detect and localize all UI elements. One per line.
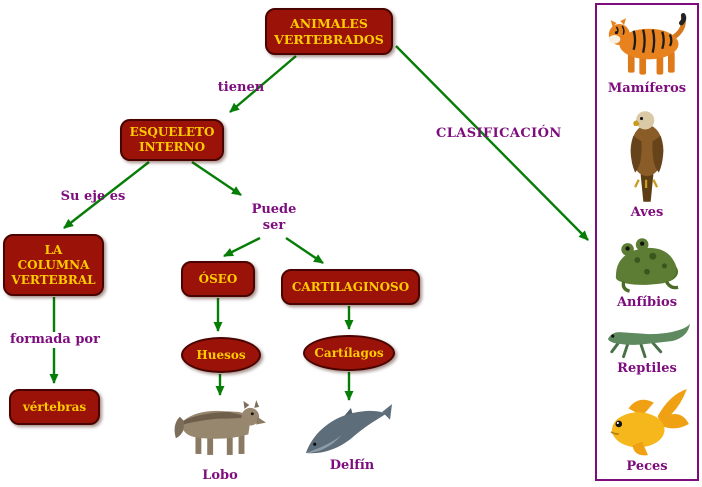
example-label-lobo: Lobo (202, 468, 238, 483)
tiger-icon (608, 13, 687, 75)
edge-label-clasificacion: CLASIFICACIÓN (436, 126, 562, 141)
classification-item-aves: Aves (615, 107, 679, 221)
node-columna-vertebral: LA COLUMNA VERTEBRAL (3, 234, 104, 296)
classification-item-anfibios: Anfíbios (608, 231, 686, 311)
edge-label-formada-por: formada por (10, 332, 100, 348)
wolf-image (174, 400, 266, 455)
node-huesos: Huesos (181, 337, 261, 373)
classification-panel: Mamíferos Aves (595, 3, 699, 481)
node-oseo: ÓSEO (181, 261, 255, 297)
node-animales-vertebrados: ANIMALES VERTEBRADOS (265, 8, 393, 55)
dolphin-image (305, 404, 392, 454)
node-cartilaginoso: CARTILAGINOSO (281, 269, 420, 305)
node-cartilagos: Cartílagos (303, 335, 395, 371)
classification-label-anfibios: Anfíbios (616, 295, 678, 311)
node-vertebras: vértebras (9, 389, 100, 425)
node-esqueleto-interno: ESQUELETO INTERNO (120, 119, 224, 161)
classification-label-peces: Peces (626, 459, 668, 475)
eagle-icon (630, 111, 664, 202)
classification-item-peces: Peces (605, 387, 689, 475)
fish-icon (610, 389, 689, 456)
classification-item-mamiferos: Mamíferos (605, 9, 689, 97)
edge-label-tienen: tienen (217, 80, 265, 95)
lizard-icon (607, 323, 691, 359)
edge-label-su-eje-es: Su eje es (60, 189, 126, 204)
classification-label-reptiles: Reptiles (617, 361, 677, 377)
classification-label-aves: Aves (630, 205, 664, 221)
frog-icon (615, 238, 679, 293)
classification-label-mamiferos: Mamíferos (607, 81, 687, 96)
edge-label-puede-ser: Puede ser (251, 202, 297, 233)
example-label-delfin: Delfín (329, 458, 375, 473)
classification-item-reptiles: Reptiles (602, 321, 692, 377)
